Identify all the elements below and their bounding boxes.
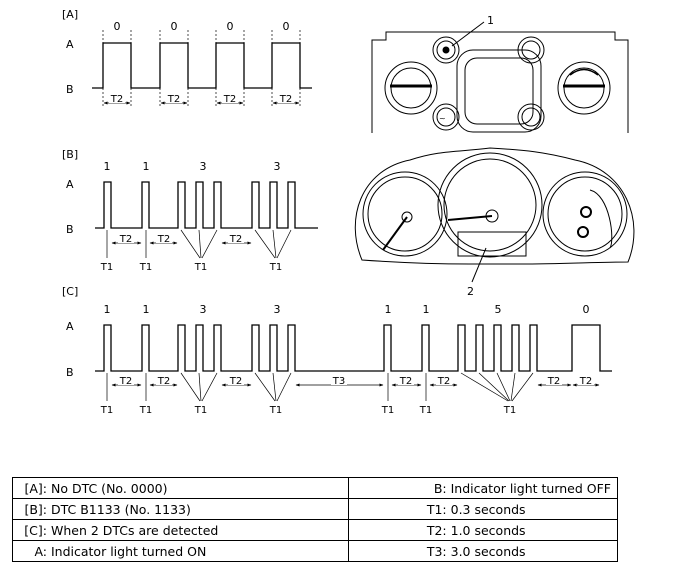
count-label: 0	[283, 20, 290, 33]
legend-key: [A]:	[24, 480, 47, 496]
legend-right-cell: T3: 3.0 seconds	[347, 540, 619, 562]
pulse-label: T1	[100, 262, 113, 273]
waveform-b	[95, 181, 318, 229]
pulse-label: T1	[100, 405, 113, 416]
legend-key: [C]:	[24, 522, 47, 538]
level-a-label: A	[66, 38, 74, 51]
count-label: 3	[274, 303, 281, 316]
legend-key: A:	[34, 543, 47, 559]
gap-label: T2	[119, 376, 132, 387]
count-label: 1	[143, 303, 150, 316]
count-label: 3	[200, 303, 207, 316]
count-label: 1	[143, 160, 150, 173]
gap-label: T2	[437, 376, 450, 387]
legend-right-cell: T2: 1.0 seconds	[347, 519, 619, 541]
level-a-label: A	[66, 320, 74, 333]
waveform-c	[95, 324, 612, 372]
dtc-timing-figure: [A] A B 0 0 0 0 T2 T2 T2 T2	[62, 8, 635, 416]
legend-key: B:	[433, 480, 447, 496]
gap-label: T2	[579, 376, 592, 387]
diagram-a: [A] A B 0 0 0 0 T2 T2 T2 T2	[62, 8, 312, 106]
dashboard-panel-illustration: ~	[371, 21, 629, 133]
level-a-label: A	[66, 178, 74, 191]
legend-key: [B]:	[24, 501, 47, 517]
legend-text: 0.3 seconds	[450, 501, 526, 517]
diagram-c: [C] A B 1 1 3 3 1 1 5 0 T2 T2 T2 T3 T2 T…	[62, 285, 612, 416]
gap-label: T2	[157, 376, 170, 387]
gap-label: T2	[167, 94, 180, 105]
legend-row: [B]: DTC B1133 (No. 1133) T1: 0.3 second…	[12, 498, 619, 520]
pulse-label: T1	[139, 262, 152, 273]
count-label: 1	[104, 303, 111, 316]
legend-text: No DTC (No. 0000)	[50, 480, 168, 496]
gap-label: T2	[547, 376, 560, 387]
gap-label: T2	[229, 376, 242, 387]
legend-row: A: Indicator light turned ON T3: 3.0 sec…	[12, 540, 619, 562]
legend-right-cell: B: Indicator light turned OFF	[347, 477, 619, 499]
gap-label: T2	[223, 94, 236, 105]
count-label: 0	[583, 303, 590, 316]
instrument-cluster-illustration	[354, 147, 635, 283]
legend-text: Indicator light turned ON	[50, 543, 207, 559]
legend-text: 3.0 seconds	[450, 543, 526, 559]
legend-text: 1.0 seconds	[450, 522, 526, 538]
pulse-label: T1	[139, 405, 152, 416]
diagram-tag: [A]	[62, 8, 78, 21]
count-label: 3	[200, 160, 207, 173]
callout-2: 2	[467, 285, 474, 298]
pulse-label: T1	[419, 405, 432, 416]
gap-label: T2	[279, 94, 292, 105]
count-label: 3	[274, 160, 281, 173]
gap-label: T3	[332, 376, 345, 387]
legend-table: [A]: No DTC (No. 0000) B: Indicator ligh…	[12, 477, 619, 562]
gap-label: T2	[157, 234, 170, 245]
indicator-lamp	[432, 36, 460, 64]
pulse-label: T1	[269, 262, 282, 273]
level-b-label: B	[66, 223, 74, 236]
gap-label: T2	[110, 94, 123, 105]
diagram-tag: [C]	[62, 285, 78, 298]
legend-row: [C]: When 2 DTCs are detected T2: 1.0 se…	[12, 519, 619, 541]
gap-label: T2	[229, 234, 242, 245]
legend-key: T3:	[426, 543, 447, 559]
gap-label: T2	[399, 376, 412, 387]
count-label: 0	[171, 20, 178, 33]
waveform-a	[92, 42, 312, 89]
legend-row: [A]: No DTC (No. 0000) B: Indicator ligh…	[12, 477, 619, 499]
legend-text: DTC B1133 (No. 1133)	[50, 501, 191, 517]
count-label: 1	[385, 303, 392, 316]
pulse-label: T1	[194, 405, 207, 416]
legend-panel: [A]: No DTC (No. 0000) B: Indicator ligh…	[0, 477, 695, 576]
diagram-b: [B] A B 1 1 3 3 T2 T2 T2 T1 T1 T1 T1	[62, 148, 318, 273]
pulse-label: T1	[503, 405, 516, 416]
legend-left-cell: [B]: DTC B1133 (No. 1133)	[12, 498, 349, 520]
count-label: 1	[104, 160, 111, 173]
svg-text:~: ~	[439, 114, 446, 123]
legend-right-cell: T1: 0.3 seconds	[347, 498, 619, 520]
diagram-tag: [B]	[62, 148, 78, 161]
level-b-label: B	[66, 83, 74, 96]
count-label: 0	[227, 20, 234, 33]
legend-left-cell: [C]: When 2 DTCs are detected	[12, 519, 349, 541]
pulse-label: T1	[194, 262, 207, 273]
gap-label: T2	[119, 234, 132, 245]
legend-key: T2:	[426, 522, 447, 538]
callout-1: 1	[487, 14, 494, 27]
legend-key: T1:	[426, 501, 447, 517]
pulse-label: T1	[381, 405, 394, 416]
legend-left-cell: A: Indicator light turned ON	[12, 540, 349, 562]
pulse-label: T1	[269, 405, 282, 416]
legend-left-cell: [A]: No DTC (No. 0000)	[12, 477, 349, 499]
count-label: 5	[495, 303, 502, 316]
count-label: 1	[423, 303, 430, 316]
count-label: 0	[114, 20, 121, 33]
level-b-label: B	[66, 366, 74, 379]
legend-text: When 2 DTCs are detected	[50, 522, 219, 538]
legend-text: Indicator light turned OFF	[450, 480, 611, 496]
